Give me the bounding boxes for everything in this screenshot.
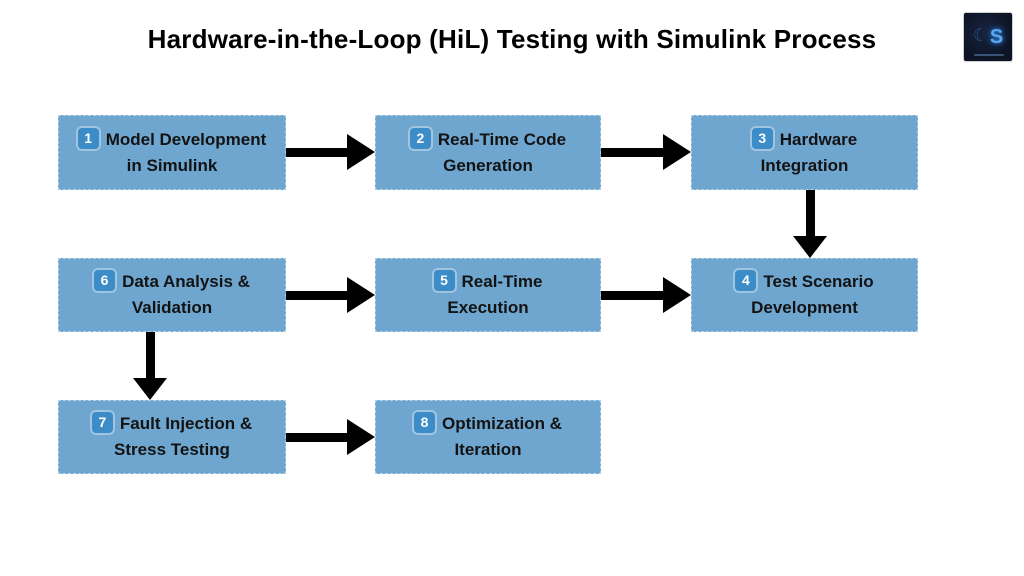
arrow-down-icon-6-to-7	[133, 332, 167, 400]
step-box-8-optimization: 8 Optimization & Iteration	[375, 400, 601, 474]
arrow-head	[347, 419, 375, 455]
cs-logo: ☾ S	[963, 12, 1013, 62]
arrow-head	[663, 134, 691, 170]
step-number-badge: 8	[414, 412, 436, 433]
step-label: Real-Time Code Generation	[437, 129, 567, 175]
arrow-right-icon-2-to-3	[601, 134, 691, 170]
step-number-badge: 5	[433, 270, 455, 291]
step-text: 8 Optimization & Iteration	[414, 411, 562, 463]
page-title: Hardware-in-the-Loop (HiL) Testing with …	[147, 24, 877, 54]
step-box-6-data-analysis: 6 Data Analysis & Validation	[58, 258, 286, 332]
step-number-badge: 7	[91, 412, 113, 433]
step-label: Optimization & Iteration	[442, 414, 562, 459]
step-label: Hardware Integration	[760, 129, 858, 175]
crescent-icon: ☾	[972, 24, 989, 45]
step-label: Data Analysis & Validation	[122, 272, 250, 317]
arrow-shaft	[601, 290, 663, 300]
step-label: Model Development in Simulink	[105, 129, 267, 175]
arrow-right-icon-1-to-2	[286, 134, 375, 170]
arrow-head	[347, 277, 375, 313]
step-number-badge: 1	[77, 127, 99, 149]
arrow-shaft	[286, 147, 347, 157]
step-text: 2 Real-Time Code Generation	[409, 127, 567, 179]
step-box-1-model-development: 1 Model Development in Simulink	[58, 115, 286, 190]
step-number-badge: 3	[751, 127, 773, 149]
step-text: 1 Model Development in Simulink	[77, 127, 267, 179]
arrow-head	[793, 236, 827, 258]
arrow-shaft	[145, 332, 155, 378]
arrow-right-icon-6-to-5	[286, 277, 375, 313]
step-number-badge: 6	[94, 270, 116, 291]
arrow-down-icon-3-to-4	[793, 190, 827, 258]
step-label: Test Scenario Development	[751, 272, 874, 317]
step-number-badge: 2	[409, 127, 431, 149]
step-number-badge: 4	[735, 270, 757, 291]
logo-caption-line	[974, 54, 1004, 56]
arrow-head	[133, 378, 167, 400]
step-text: 6 Data Analysis & Validation	[94, 269, 250, 321]
step-box-2-code-generation: 2 Real-Time Code Generation	[375, 115, 601, 190]
step-label: Fault Injection & Stress Testing	[114, 414, 253, 459]
arrow-right-icon-5-to-4	[601, 277, 691, 313]
arrow-shaft	[601, 147, 663, 157]
logo-letter: S	[989, 25, 1004, 48]
arrow-shaft	[286, 290, 347, 300]
arrow-shaft	[286, 432, 347, 442]
arrow-right-icon-7-to-8	[286, 419, 375, 455]
arrow-shaft	[805, 190, 815, 236]
arrow-head	[663, 277, 691, 313]
step-label: Real-Time Execution	[447, 272, 543, 317]
arrow-head	[347, 134, 375, 170]
